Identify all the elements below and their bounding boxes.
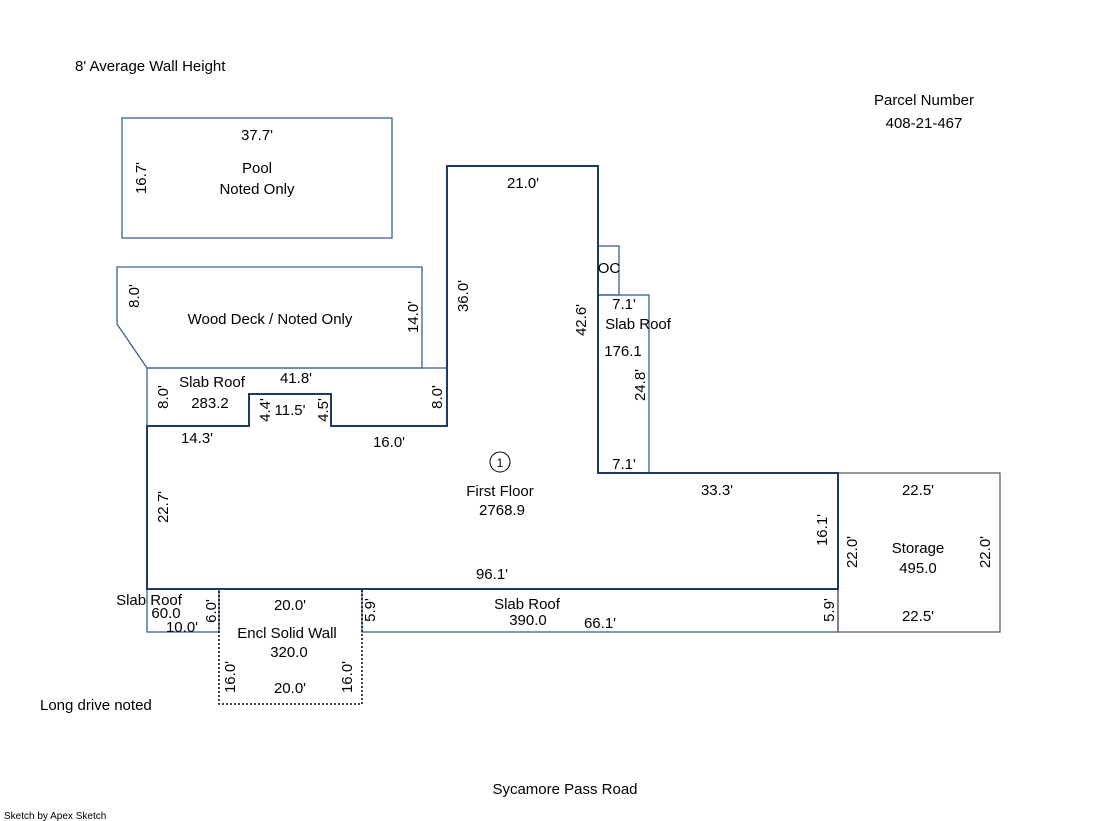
storage-dim-top: 22.5' (902, 482, 934, 499)
slab-roof-sw-dim-right: 6.0' (203, 599, 220, 623)
slab-roof-main-dim-notch-width: 11.5' (275, 402, 306, 419)
first-floor-dim-upper-right: 42.6' (573, 304, 590, 336)
first-floor-dim-bottom: 96.1' (476, 566, 508, 583)
slab-roof-south-name: Slab Roof (494, 596, 561, 613)
parcel-number: 408-21-467 (886, 115, 963, 132)
first-floor-dim-step-left: 14.3' (181, 430, 213, 447)
deck-name: Wood Deck / Noted Only (188, 311, 353, 328)
storage-name: Storage (892, 540, 945, 557)
slab-roof-main-dim-top: 41.8' (280, 370, 312, 387)
storage-area: 495.0 (899, 560, 937, 577)
pool-outline (121, 117, 393, 239)
first-floor-area: 2768.9 (479, 502, 525, 519)
first-floor-dim-east-right: 16.1' (814, 514, 831, 546)
pool-note: Noted Only (219, 181, 295, 198)
encl-wall-dim-left: 16.0' (222, 661, 239, 693)
road-name: Sycamore Pass Road (492, 781, 637, 798)
first-floor-dim-upper-left: 36.0' (455, 280, 472, 312)
slab-roof-east-dim-bottom: 7.1' (612, 456, 636, 473)
encl-wall-area: 320.0 (270, 644, 308, 661)
encl-wall-dim-bottom: 20.0' (274, 680, 306, 697)
encl-wall-outline (218, 588, 363, 705)
first-floor-dim-step-right: 16.0' (373, 434, 405, 451)
slab-roof-sw-name: Slab Roof (116, 592, 183, 609)
storage-dim-right: 22.0' (977, 536, 994, 568)
slab-roof-sw-dim-bottom: 10.0' (166, 619, 198, 636)
slab-roof-main-area: 283.2 (191, 395, 229, 412)
drive-note: Long drive noted (40, 697, 152, 714)
first-floor-dim-east-top: 33.3' (701, 482, 733, 499)
pool-dim-top: 37.7' (241, 127, 273, 144)
first-floor-marker: 1 (497, 456, 504, 470)
slab-roof-main-dim-notch-left: 4.4' (257, 398, 274, 422)
slab-roof-south-area: 390.0 (509, 612, 547, 629)
slab-roof-sw-area: 60.0 (151, 605, 180, 622)
storage-dim-bottom: 22.5' (902, 608, 934, 625)
encl-wall-dim-right: 16.0' (339, 661, 356, 693)
slab-roof-main-dim-right: 8.0' (429, 385, 446, 409)
first-floor-name: First Floor (466, 483, 534, 500)
first-floor-marker-circle (489, 451, 511, 473)
slab-roof-south-dim-right: 5.9' (821, 598, 838, 622)
first-floor-dim-top: 21.0' (507, 175, 539, 192)
deck-dim-right: 14.0' (405, 301, 422, 333)
slab-roof-main-dim-left: 8.0' (155, 385, 172, 409)
slab-roof-main-dim-notch-right: 4.5' (315, 398, 332, 422)
first-floor-outline (146, 165, 839, 590)
slab-roof-east-name: Slab Roof (605, 316, 672, 333)
pool-dim-left: 16.7' (133, 162, 150, 194)
slab-roof-main-name: Slab Roof (179, 374, 246, 391)
first-floor-dim-left: 22.7' (155, 491, 172, 523)
slab-roof-east-area: 176.1 (604, 343, 642, 360)
slab-roof-east-dim-top: 7.1' (612, 296, 636, 313)
oc-label: OC (598, 260, 621, 277)
deck-dim-left: 8.0' (126, 284, 143, 308)
wall-height-note: 8' Average Wall Height (75, 58, 226, 75)
pool-name: Pool (242, 160, 272, 177)
slab-roof-south-dim-bottom: 66.1' (584, 615, 616, 632)
credit-text: Sketch by Apex Sketch (4, 811, 106, 821)
parcel-label: Parcel Number (874, 92, 974, 109)
slab-roof-south-dim-left: 5.9' (362, 598, 379, 622)
storage-dim-left: 22.0' (844, 536, 861, 568)
encl-wall-name: Encl Solid Wall (237, 625, 336, 642)
slab-roof-east-dim-side: 24.8' (632, 369, 649, 401)
encl-wall-dim-top: 20.0' (274, 597, 306, 614)
